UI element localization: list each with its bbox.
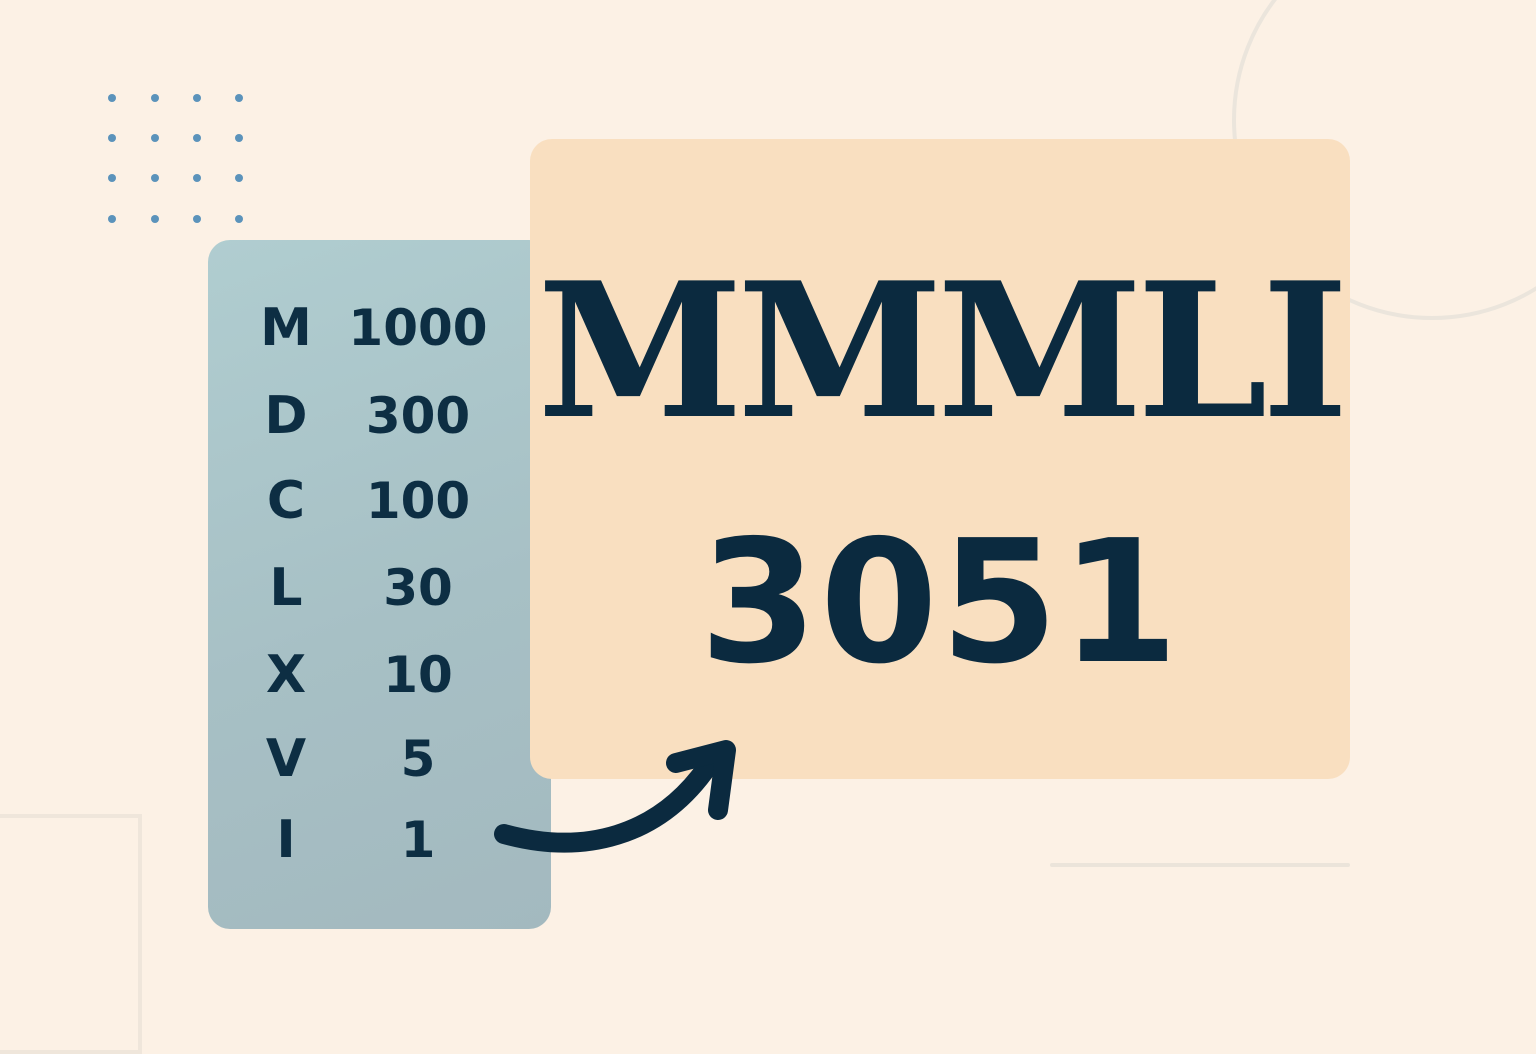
legend-value: 1 — [400, 811, 436, 869]
decorative-line — [1050, 863, 1350, 867]
dot-icon — [193, 215, 201, 223]
dot-icon — [151, 94, 159, 102]
dot-icon — [193, 94, 201, 102]
roman-numeral-result: MMMLI — [537, 241, 1348, 460]
legend-value: 300 — [365, 387, 471, 445]
legend-value: 5 — [400, 730, 436, 788]
legend-row: X 10 — [208, 645, 551, 705]
legend-value: 30 — [383, 559, 453, 617]
dot-icon — [151, 134, 159, 142]
dot-icon — [108, 134, 116, 142]
legend-value: 10 — [383, 646, 453, 704]
conversion-result-card: MMMLI 3051 — [530, 139, 1350, 779]
legend-symbol: C — [266, 471, 306, 531]
dot-icon — [108, 94, 116, 102]
dot-icon — [108, 215, 116, 223]
legend-row: L 30 — [208, 558, 551, 618]
dot-icon — [235, 134, 243, 142]
dot-icon — [151, 215, 159, 223]
curved-arrow-icon — [494, 740, 736, 853]
dot-icon — [193, 174, 201, 182]
legend-row: C 100 — [208, 471, 551, 531]
legend-symbol: M — [260, 298, 312, 358]
legend-symbol: I — [276, 810, 296, 870]
roman-numeral-legend-card: M 1000 D 300 C 100 L 30 X 10 V 5 I 1 — [208, 240, 551, 929]
decorative-dot-grid — [108, 94, 248, 226]
legend-symbol: X — [265, 645, 307, 705]
arabic-number-result: 3051 — [699, 504, 1181, 702]
legend-row: D 300 — [208, 386, 551, 446]
dot-icon — [151, 174, 159, 182]
legend-row: M 1000 — [208, 298, 551, 358]
legend-value: 1000 — [348, 299, 488, 357]
dot-icon — [235, 94, 243, 102]
legend-value: 100 — [365, 472, 471, 530]
dot-icon — [108, 174, 116, 182]
dot-icon — [235, 174, 243, 182]
legend-row: V 5 — [208, 729, 551, 789]
legend-symbol: D — [264, 386, 308, 446]
dot-icon — [193, 134, 201, 142]
legend-symbol: V — [265, 729, 307, 789]
legend-symbol: L — [269, 558, 303, 618]
legend-row: I 1 — [208, 810, 551, 870]
decorative-rectangle-outline — [0, 814, 142, 1054]
dot-icon — [235, 215, 243, 223]
